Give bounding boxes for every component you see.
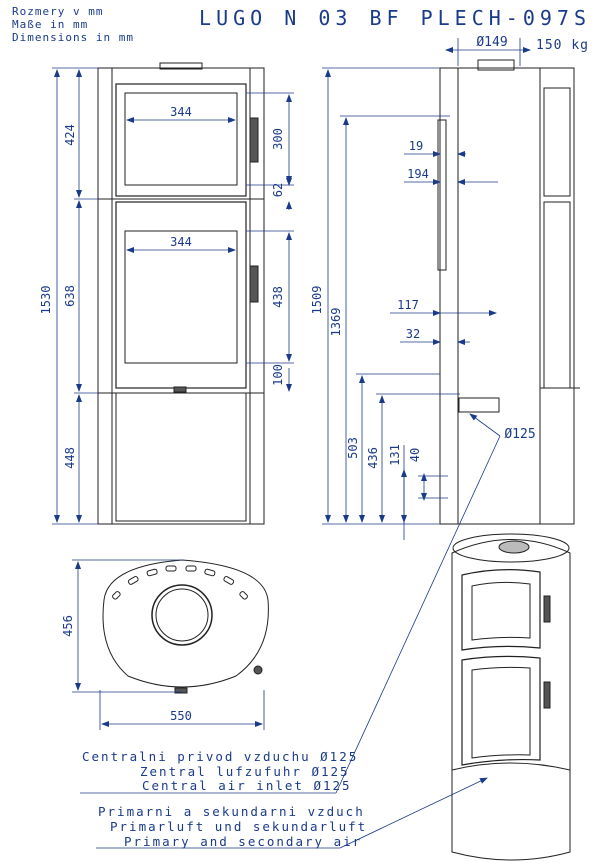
front-body-outline — [97, 67, 265, 525]
units-label-en: Dimensions in mm — [12, 31, 134, 44]
note-primary-de: Primarluft und sekundarluft — [110, 819, 368, 834]
flue-collar — [159, 62, 203, 70]
top-handle — [249, 117, 259, 163]
dim-side-19: 19 — [409, 139, 423, 153]
side-top-door-edge — [543, 87, 571, 197]
weight-label: 150 kg — [536, 38, 589, 53]
rear-panel — [437, 119, 447, 271]
dim-side-1509: 1509 — [310, 286, 324, 315]
dim-bottom-offset: 100 — [271, 364, 285, 386]
side-view — [437, 59, 580, 525]
dim-side-503: 503 — [346, 437, 360, 459]
front-dimensions — [52, 67, 294, 525]
top-dimensions — [72, 559, 265, 730]
stove-3d-body — [451, 539, 571, 861]
dim-flue-diameter: Ø149 — [476, 35, 507, 50]
dim-side-131: 131 — [388, 444, 402, 466]
bottom-handle — [249, 265, 259, 303]
note-central-inlet-en: Central air inlet Ø125 — [142, 778, 352, 793]
door-3d-top — [461, 569, 541, 651]
dim-front-middle: 638 — [63, 285, 77, 307]
dim-side-32: 32 — [406, 327, 420, 341]
note-central-inlet-cz: Centralni privod vzduchu Ø125 — [82, 749, 359, 764]
side-body-outline — [439, 67, 575, 525]
leader-lines — [80, 435, 501, 849]
top-window — [124, 92, 238, 186]
dim-side-1369: 1369 — [329, 308, 343, 337]
dim-inlet-diameter: Ø125 — [504, 427, 535, 442]
dim-front-bottom: 448 — [63, 447, 77, 469]
note-primary-cz: Primarni a sekundarni vzduch — [98, 804, 365, 819]
dim-top-width: 550 — [170, 709, 192, 723]
bottom-window — [124, 230, 238, 364]
dim-front-top: 424 — [63, 124, 77, 146]
dim-side-194: 194 — [407, 167, 429, 181]
top-flue-circle — [151, 584, 213, 646]
vent-slots — [112, 565, 248, 600]
air-inlet-box — [458, 397, 500, 413]
door-3d-bottom — [461, 655, 541, 766]
dim-side-40: 40 — [408, 448, 422, 462]
dim-top-depth: 456 — [61, 615, 75, 637]
model-title: LUGO N 03 BF PLECH-097S — [199, 6, 591, 30]
bottom-door — [115, 201, 247, 389]
dim-window-bottom-height: 438 — [271, 286, 285, 308]
side-flue — [477, 59, 515, 71]
base-panel — [115, 392, 247, 522]
dim-window-top-height: 300 — [271, 128, 285, 150]
dim-side-117: 117 — [397, 298, 419, 312]
note-primary-en: Primary and secondary air — [124, 834, 363, 849]
dim-front-total-height: 1530 — [39, 286, 53, 315]
units-label-cz: Rozmery v mm — [12, 5, 104, 18]
top-door — [115, 83, 247, 197]
side-dimensions — [322, 38, 531, 540]
units-label-de: Maße in mm — [12, 18, 89, 31]
note-central-inlet-de: Zentral lufzufuhr Ø125 — [140, 764, 350, 779]
dim-side-436: 436 — [366, 447, 380, 469]
dim-window-top-width: 344 — [170, 105, 192, 119]
side-bottom-door-edge — [543, 201, 571, 389]
dim-window-bottom-width: 344 — [170, 235, 192, 249]
front-view — [97, 62, 265, 525]
top-view — [102, 559, 269, 694]
perspective-view — [451, 533, 571, 861]
dim-gap: 62 — [271, 183, 285, 197]
top-outline — [102, 559, 269, 688]
